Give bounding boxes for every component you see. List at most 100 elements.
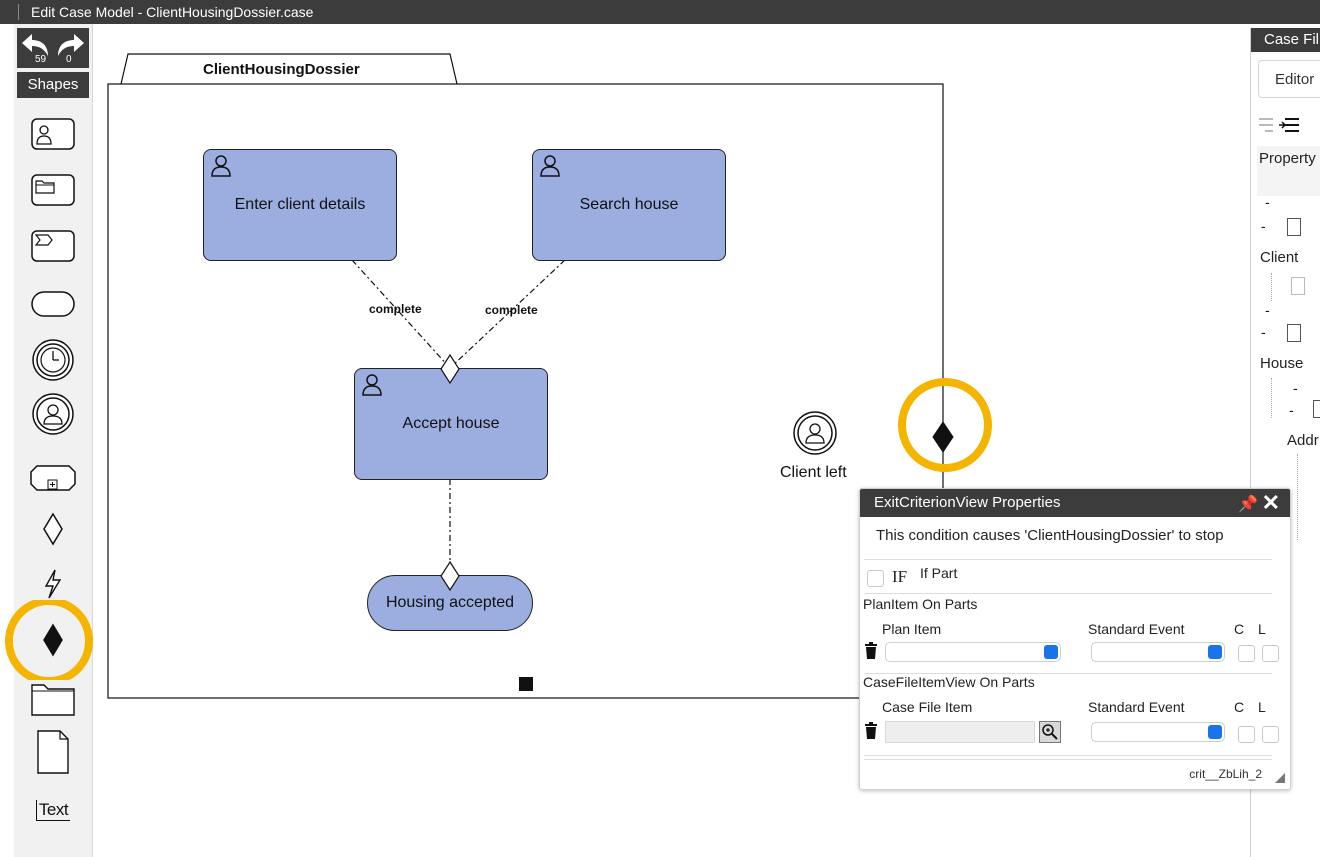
tree-dash: - <box>1293 380 1298 396</box>
c-column: C <box>1234 621 1245 637</box>
tree-dash: - <box>1265 194 1270 210</box>
zoom-in-icon <box>1042 724 1058 740</box>
human-task-icon <box>31 118 75 150</box>
plan-item-column: Plan Item <box>882 621 942 637</box>
window-title-bar: Edit Case Model - ClientHousingDossier.c… <box>0 0 1320 24</box>
entry-criterion-housing-accepted[interactable] <box>440 561 460 591</box>
user-event-tool[interactable] <box>20 390 86 438</box>
milestone-label: Housing accepted <box>385 594 515 611</box>
task-accept-house[interactable]: Accept house <box>354 368 548 480</box>
condition-description: This condition causes 'ClientHousingDoss… <box>876 527 1224 544</box>
standard-event-select-2[interactable] <box>1091 722 1225 742</box>
tree-item-address[interactable]: Addr <box>1287 432 1319 449</box>
c-checkbox[interactable] <box>1238 726 1255 743</box>
edge-label-complete: complete <box>485 303 538 317</box>
milestone-tool[interactable] <box>20 280 86 328</box>
case-task-tool[interactable] <box>20 166 86 214</box>
case-file-item-column: Case File Item <box>882 699 973 715</box>
event-label-client-left: Client left <box>780 464 847 481</box>
plan-item-select[interactable] <box>885 642 1061 662</box>
exit-criterion-properties-dialog: ExitCriterionView Properties 📌 ✕ This co… <box>859 488 1291 790</box>
tree-guide <box>1271 378 1272 418</box>
tree-item-client[interactable]: Client <box>1260 249 1299 266</box>
document-icon <box>1287 218 1301 236</box>
separator <box>864 759 1272 760</box>
pin-icon[interactable]: 📌 <box>1238 496 1258 513</box>
document-icon <box>1291 277 1305 295</box>
c-checkbox[interactable] <box>1238 645 1255 662</box>
document-icon <box>1287 324 1301 342</box>
human-task-tool[interactable] <box>20 110 86 158</box>
if-part-label: If Part <box>920 565 958 581</box>
list-toolbar-icons[interactable] <box>1259 116 1303 140</box>
exit-criterion-highlight[interactable] <box>897 373 997 477</box>
edge-label-complete: complete <box>369 302 422 316</box>
stage-title[interactable]: ClientHousingDossier <box>203 61 360 78</box>
separator <box>864 559 1272 560</box>
tree-dash: - <box>1261 218 1266 234</box>
process-task-icon <box>31 230 75 262</box>
stage-shape-icon <box>30 465 76 491</box>
tree-item-house[interactable]: House <box>1260 355 1304 372</box>
dialog-title: ExitCriterionView Properties <box>874 494 1061 511</box>
editor-tab[interactable]: Editor <box>1258 60 1320 98</box>
tree-guide <box>1271 273 1272 301</box>
text-tool-label: Text <box>35 799 71 821</box>
title-bar-edge <box>18 4 19 20</box>
c-column: C <box>1234 699 1245 715</box>
casefileitem-on-parts-heading: CaseFileItemView On Parts <box>863 674 1035 690</box>
case-file-document-tool[interactable] <box>20 728 86 776</box>
task-label: Enter client details <box>234 196 366 213</box>
shapes-toolbar <box>14 24 93 857</box>
exit-criterion-icon <box>43 623 63 657</box>
undo-icon[interactable] <box>20 32 52 58</box>
undo-redo-panel: 59 0 <box>17 28 89 68</box>
case-task-icon <box>31 174 75 206</box>
standard-event-column: Standard Event <box>1088 621 1185 637</box>
standard-event-select[interactable] <box>1091 642 1225 662</box>
timer-event-tool[interactable] <box>20 336 86 384</box>
if-part-checkbox[interactable] <box>867 570 884 587</box>
select-stepper-icon <box>1208 645 1222 659</box>
event-tool[interactable] <box>20 560 86 608</box>
trash-icon[interactable] <box>864 642 878 660</box>
human-task-icon <box>211 155 231 177</box>
trash-icon[interactable] <box>864 722 878 740</box>
close-icon[interactable]: ✕ <box>1261 490 1280 515</box>
property-header-bg <box>1257 146 1320 196</box>
tree-dash: - <box>1261 324 1266 340</box>
separator <box>864 755 1272 756</box>
undo-count: 59 <box>35 54 47 65</box>
stage-tool[interactable] <box>20 454 86 502</box>
select-stepper-icon <box>1044 645 1058 659</box>
property-column-header: Property <box>1259 150 1316 167</box>
task-enter-client-details[interactable]: Enter client details <box>203 149 397 261</box>
standard-event-column: Standard Event <box>1088 699 1185 715</box>
text-tool[interactable]: Text <box>20 786 86 834</box>
l-checkbox[interactable] <box>1262 726 1279 743</box>
separator <box>864 593 1272 594</box>
l-checkbox[interactable] <box>1262 645 1279 662</box>
milestone-shape-icon <box>31 291 75 317</box>
case-file-folder-tool[interactable] <box>20 674 86 722</box>
criterion-id: crit__ZbLih_2 <box>1189 767 1262 781</box>
task-search-house[interactable]: Search house <box>532 149 726 261</box>
exit-criterion-tool[interactable] <box>20 616 86 664</box>
tree-dash: - <box>1289 402 1294 418</box>
entry-criterion-tool[interactable] <box>20 505 86 553</box>
timer-event-icon <box>32 339 74 381</box>
l-column: L <box>1258 621 1266 637</box>
process-task-tool[interactable] <box>20 222 86 270</box>
user-event-listener-icon[interactable] <box>792 410 838 456</box>
entry-criterion-icon <box>43 512 63 546</box>
case-file-item-field[interactable] <box>885 721 1035 743</box>
entry-criterion-accept-house[interactable] <box>440 354 460 384</box>
resize-grip-icon[interactable] <box>1275 773 1285 783</box>
separator <box>864 673 1272 674</box>
document-icon <box>1313 400 1320 418</box>
human-task-icon <box>362 374 382 396</box>
select-stepper-icon <box>1208 725 1222 739</box>
redo-icon[interactable] <box>54 32 86 58</box>
dialog-header: ExitCriterionView Properties 📌 ✕ <box>860 489 1290 517</box>
zoom-button[interactable] <box>1039 721 1061 743</box>
